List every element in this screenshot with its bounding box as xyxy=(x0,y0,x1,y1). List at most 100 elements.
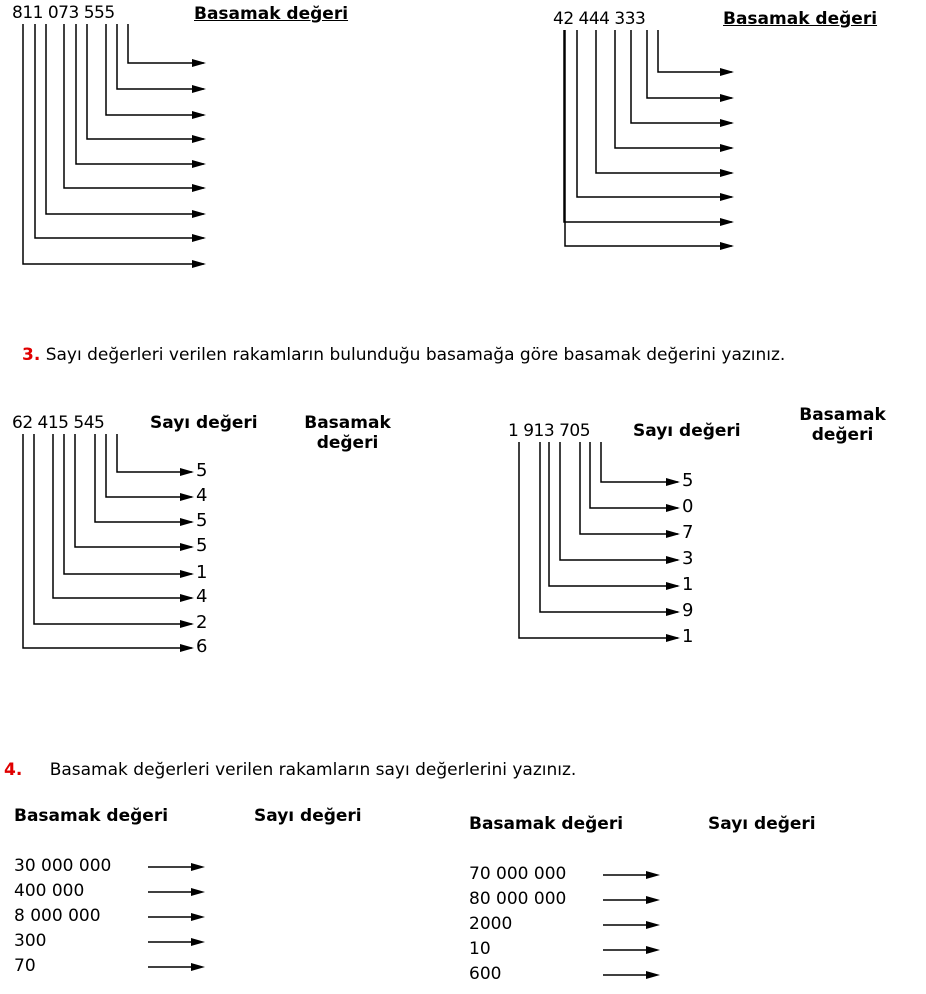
s3-right-number: 1 913 705 xyxy=(508,421,591,441)
d2-arrow-icon xyxy=(720,193,734,201)
s4-right-header-sayi: Sayı değeri xyxy=(708,814,816,834)
d2-connector-line xyxy=(646,30,732,99)
s3l-connector-line xyxy=(105,434,192,498)
diagram2-header: Basamak değeri xyxy=(723,9,878,29)
s3r-arrow-icon xyxy=(666,634,680,642)
s4-arrow-icon xyxy=(191,938,205,946)
digit-value-label: 5 xyxy=(682,470,694,491)
header-line: değeri xyxy=(316,433,379,453)
s3l-connector-line xyxy=(33,434,192,625)
digit-value-label: 7 xyxy=(682,522,694,543)
s3l-connector-line xyxy=(94,434,192,523)
d1-arrow-icon xyxy=(192,160,206,168)
s3r-arrow-icon xyxy=(666,478,680,486)
s3l-connector-line xyxy=(63,434,192,575)
s3r-connector-line xyxy=(589,442,678,509)
d2-connector-line xyxy=(576,30,732,198)
place-value-item: 30 000 000 xyxy=(14,856,112,876)
s4-arrow-icon xyxy=(191,913,205,921)
s4-arrow-icon xyxy=(646,946,660,954)
s3r-connector-line xyxy=(518,442,678,639)
d1-connector-line xyxy=(45,24,204,215)
question-number: 4. xyxy=(4,760,23,780)
digit-value-label: 4 xyxy=(196,485,208,506)
s4-arrow-icon xyxy=(646,921,660,929)
s3l-arrow-icon xyxy=(180,518,194,526)
place-value-item: 70 000 000 xyxy=(469,864,567,884)
s3r-arrow-icon xyxy=(666,504,680,512)
digit-value-label: 0 xyxy=(682,496,694,517)
s3l-connector-line xyxy=(74,434,192,548)
digit-value-label: 1 xyxy=(196,562,208,583)
s4-left-header-basamak: Basamak değeri xyxy=(14,806,169,826)
d2-arrow-icon xyxy=(720,68,734,76)
s3-left-header-basamak: Basamak değeri xyxy=(300,413,395,453)
digit-value-label: 2 xyxy=(196,612,208,633)
digit-value-label: 5 xyxy=(196,510,208,531)
d2-connector-line xyxy=(563,30,732,223)
s3r-connector-line xyxy=(539,442,678,613)
d2-connector-line xyxy=(657,30,732,73)
s3l-arrow-icon xyxy=(180,644,194,652)
header-line: Basamak xyxy=(799,405,886,425)
s3-right-header-sayi: Sayı değeri xyxy=(633,421,741,441)
s4-right-header-basamak: Basamak değeri xyxy=(469,814,624,834)
d1-connector-line xyxy=(63,24,204,189)
s4-arrow-icon xyxy=(191,863,205,871)
section4-question: 4. Basamak değerleri verilen rakamların … xyxy=(4,760,576,780)
s4-left-header-sayi: Sayı değeri xyxy=(254,806,362,826)
d1-connector-line xyxy=(22,24,204,265)
d2-arrow-icon xyxy=(720,218,734,226)
place-value-item: 400 000 xyxy=(14,881,85,901)
digit-value-label: 3 xyxy=(682,548,694,569)
digit-value-label: 5 xyxy=(196,535,208,556)
d1-arrow-icon xyxy=(192,210,206,218)
s4-arrow-icon xyxy=(191,963,205,971)
s4-arrow-icon xyxy=(191,888,205,896)
s3r-arrow-icon xyxy=(666,556,680,564)
d1-connector-line xyxy=(127,24,204,64)
s3r-arrow-icon xyxy=(666,608,680,616)
d1-connector-line xyxy=(75,24,204,165)
digit-value-label: 6 xyxy=(196,636,208,657)
d1-arrow-icon xyxy=(192,59,206,67)
s3r-connector-line xyxy=(579,442,678,535)
digit-value-label: 5 xyxy=(196,460,208,481)
digit-value-label: 4 xyxy=(196,586,208,607)
s3r-connector-line xyxy=(548,442,678,587)
d2-arrow-icon xyxy=(720,119,734,127)
place-value-item: 10 xyxy=(469,939,491,959)
diagram1-number: 811 073 555 xyxy=(12,3,115,23)
d1-arrow-icon xyxy=(192,260,206,268)
digit-value-label: 1 xyxy=(682,626,694,647)
section3-question: 3. Sayı değerleri verilen rakamların bul… xyxy=(22,345,785,365)
d2-connector-line xyxy=(614,30,732,149)
d2-arrow-icon xyxy=(720,144,734,152)
s3l-arrow-icon xyxy=(180,493,194,501)
s3l-connector-line xyxy=(22,434,192,649)
d2-connector-line xyxy=(630,30,732,124)
s3-left-number: 62 415 545 xyxy=(12,413,105,433)
d2-arrow-icon xyxy=(720,242,734,250)
s3l-arrow-icon xyxy=(180,543,194,551)
diagram2-number: 42 444 333 xyxy=(553,9,646,29)
place-value-item: 8 000 000 xyxy=(14,906,101,926)
s3l-arrow-icon xyxy=(180,570,194,578)
d1-arrow-icon xyxy=(192,111,206,119)
d1-connector-line xyxy=(116,24,204,90)
d1-arrow-icon xyxy=(192,85,206,93)
s4-arrow-icon xyxy=(646,871,660,879)
digit-value-label: 1 xyxy=(682,574,694,595)
s4-arrow-icon xyxy=(646,896,660,904)
diagram1-header: Basamak değeri xyxy=(194,4,349,24)
question-text: Basamak değerleri verilen rakamların say… xyxy=(49,760,577,780)
place-value-item: 300 xyxy=(14,931,47,951)
d1-connector-line xyxy=(105,24,204,116)
d1-arrow-icon xyxy=(192,184,206,192)
header-line: değeri xyxy=(811,425,874,445)
s3r-arrow-icon xyxy=(666,530,680,538)
d1-connector-line xyxy=(86,24,204,140)
s3l-connector-line xyxy=(116,434,192,473)
question-number: 3. xyxy=(22,345,41,365)
